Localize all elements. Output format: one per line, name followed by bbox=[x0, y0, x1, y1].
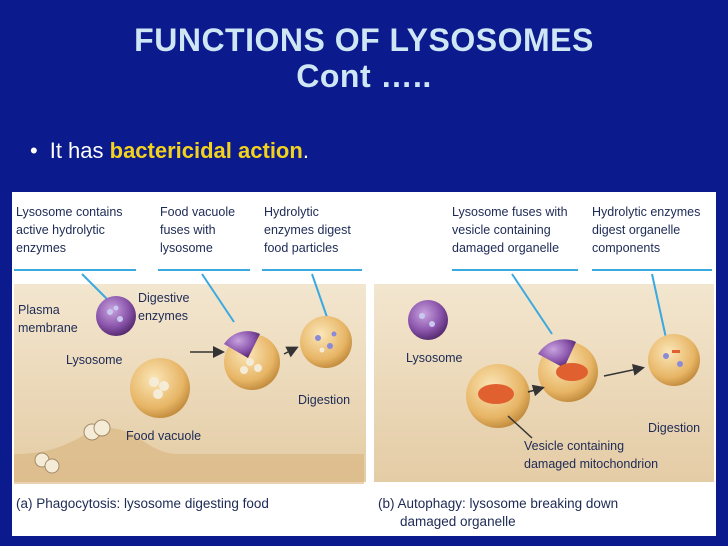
arrow-a2 bbox=[283, 346, 299, 358]
header-a1-line3: enzymes bbox=[16, 241, 66, 255]
label-lysosome-b: Lysosome bbox=[406, 351, 463, 365]
label-digestion-b: Digestion bbox=[648, 421, 700, 435]
fusing-lysosome-b bbox=[538, 339, 576, 368]
header-a3-line1: Hydrolytic bbox=[264, 205, 319, 219]
header-b2-line2: digest organelle bbox=[592, 223, 680, 237]
bullet-prefix: It has bbox=[49, 138, 110, 163]
lysosome-a bbox=[96, 296, 136, 336]
label-food-vacuole: Food vacuole bbox=[126, 429, 201, 443]
caption-b-2: damaged organelle bbox=[400, 514, 516, 529]
bullet-suffix: . bbox=[302, 138, 309, 163]
header-a1-line2: active hydrolytic bbox=[16, 223, 105, 237]
header-b1-line3: damaged organelle bbox=[452, 241, 559, 255]
header-a2-line1: Food vacuole bbox=[160, 205, 235, 219]
caption-b-1: (b) Autophagy: lysosome breaking down bbox=[378, 496, 618, 511]
pointer-b1 bbox=[511, 273, 553, 335]
label-lysosome-a: Lysosome bbox=[66, 353, 123, 367]
caption-a: (a) Phagocytosis: lysosome digesting foo… bbox=[16, 496, 269, 511]
panel-b: Lysosome fuses with vesicle containing d… bbox=[374, 205, 714, 529]
digestion-vesicle-a bbox=[300, 316, 352, 368]
pointer-b2 bbox=[651, 273, 667, 339]
slide-title: FUNCTIONS OF LYSOSOMES Cont ….. bbox=[0, 22, 728, 94]
lysosome-figure: Lysosome contains active hydrolytic enzy… bbox=[12, 192, 716, 536]
pointer-a2 bbox=[201, 273, 235, 323]
header-b1-line1: Lysosome fuses with bbox=[452, 205, 568, 219]
arrow-b1 bbox=[527, 384, 545, 397]
header-a3-line3: food particles bbox=[264, 241, 338, 255]
arrow-b2 bbox=[603, 363, 645, 377]
header-a2-line2: fuses with bbox=[160, 223, 216, 237]
label-vesicle-1: Vesicle containing bbox=[524, 439, 624, 453]
label-digestive-enzymes-2: enzymes bbox=[138, 309, 188, 323]
damaged-mitochondrion-b bbox=[556, 363, 588, 381]
bullet-point: • It has bactericidal action. bbox=[30, 138, 309, 164]
bullet-dot-icon: • bbox=[30, 138, 38, 163]
header-a1-line1: Lysosome contains bbox=[16, 205, 123, 219]
title-line-1: FUNCTIONS OF LYSOSOMES bbox=[134, 22, 594, 58]
mitochondrion-b bbox=[478, 384, 514, 404]
panel-a: Lysosome contains active hydrolytic enzy… bbox=[14, 205, 366, 511]
header-b1-line2: vesicle containing bbox=[452, 223, 551, 237]
lysosome-diagram: Lysosome contains active hydrolytic enzy… bbox=[14, 205, 714, 529]
pointer-vesicle-b bbox=[507, 415, 533, 439]
label-digestion-a: Digestion bbox=[298, 393, 350, 407]
bullet-highlight: bactericidal action bbox=[109, 138, 303, 163]
header-b2-line1: Hydrolytic enzymes bbox=[592, 205, 700, 219]
label-plasma-membrane-1: Plasma bbox=[18, 303, 60, 317]
header-a3-line2: enzymes digest bbox=[264, 223, 351, 237]
pointer-a3 bbox=[311, 273, 329, 321]
header-b2-line3: components bbox=[592, 241, 660, 255]
digestion-vesicle-b bbox=[648, 334, 700, 386]
label-digestive-enzymes-1: Digestive bbox=[138, 291, 189, 305]
label-vesicle-2: damaged mitochondrion bbox=[524, 457, 658, 471]
panel-a-membrane-fold bbox=[14, 428, 364, 484]
fusing-lysosome-a bbox=[224, 331, 260, 358]
header-a2-line3: lysosome bbox=[160, 241, 213, 255]
title-line-2: Cont ….. bbox=[296, 58, 432, 94]
lysosome-b bbox=[408, 300, 448, 340]
label-plasma-membrane-2: membrane bbox=[18, 321, 78, 335]
